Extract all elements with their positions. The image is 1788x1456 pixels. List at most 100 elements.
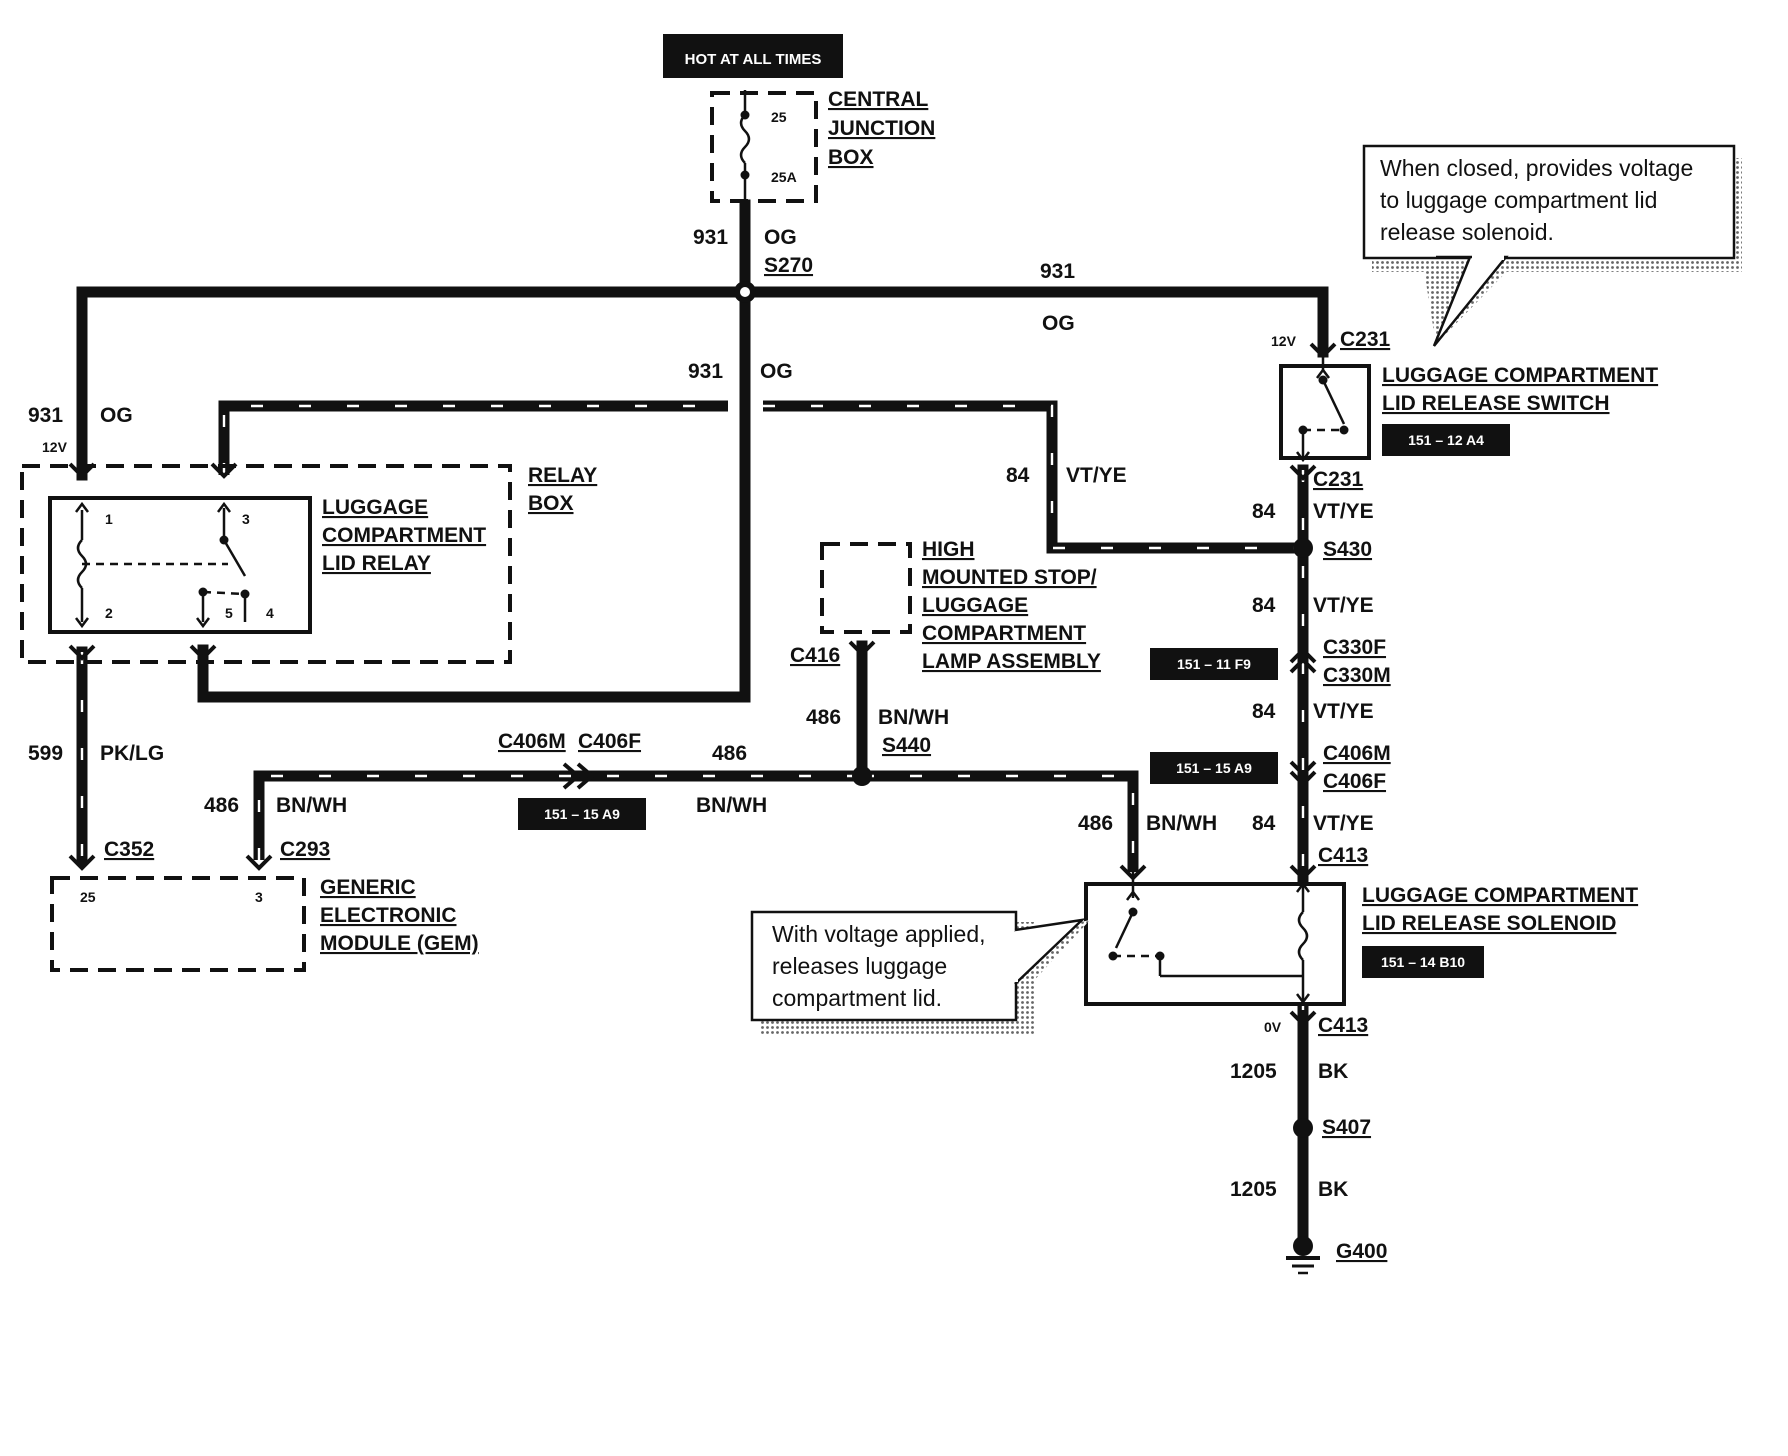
lamp-assembly-outline bbox=[820, 542, 912, 634]
callout-switch: When closed, provides voltage to luggage… bbox=[1362, 144, 1742, 347]
label-vtye-c: VT/YE bbox=[1313, 700, 1374, 723]
relay-pin-1: 1 bbox=[105, 511, 113, 527]
label-s440: S440 bbox=[882, 734, 931, 757]
connector-glyph-c413-top bbox=[1289, 864, 1317, 881]
lamp-assembly: HIGH MOUNTED STOP/ LUGGAGE COMPARTMENT L… bbox=[820, 538, 1101, 673]
relay-label-2: COMPARTMENT bbox=[322, 524, 486, 547]
connector-glyph-c413-bottom bbox=[1289, 1010, 1317, 1027]
label-vtye-s430-in: VT/YE bbox=[1066, 464, 1127, 487]
gem-pin-25: 25 bbox=[80, 889, 96, 905]
connector-glyph-relay-pin1 bbox=[68, 462, 96, 479]
connector-glyph-solenoid-486 bbox=[1119, 864, 1147, 881]
connector-glyph-c330f bbox=[1289, 647, 1317, 664]
label-s270: S270 bbox=[764, 254, 813, 277]
fuse-node-bottom bbox=[740, 170, 750, 180]
central-junction-box-label-1: CENTRAL bbox=[828, 88, 928, 111]
label-12v-relay: 12V bbox=[42, 439, 68, 455]
label-c406m-left: C406M bbox=[498, 730, 566, 753]
label-bk-b: BK bbox=[1318, 1178, 1348, 1201]
connector-glyph-c293 bbox=[245, 854, 273, 871]
label-c413-bottom: C413 bbox=[1318, 1014, 1368, 1037]
label-c352: C352 bbox=[104, 838, 154, 861]
svg-text:151 – 15 A9: 151 – 15 A9 bbox=[544, 806, 620, 822]
svg-text:151 – 14 B10: 151 – 14 B10 bbox=[1381, 954, 1465, 970]
relay-box: 1 3 2 5 4 RELAY BOX LUGGAGE COMPARTMENT … bbox=[20, 464, 597, 664]
label-12v-switch: 12V bbox=[1271, 333, 1297, 349]
label-c231-bottom: C231 bbox=[1313, 468, 1364, 491]
hot-at-all-times-badge bbox=[663, 34, 843, 78]
lamp-label-5: LAMP ASSEMBLY bbox=[922, 650, 1101, 673]
label-c330f: C330F bbox=[1323, 636, 1386, 659]
ref-tag-c330 bbox=[1150, 648, 1278, 680]
connector-glyphs bbox=[68, 342, 1337, 1027]
wire-486-solenoid bbox=[862, 770, 1139, 872]
svg-text:151 – 12 A4: 151 – 12 A4 bbox=[1408, 432, 1484, 448]
central-junction-box-label-2: JUNCTION bbox=[828, 117, 935, 140]
splice-nodes bbox=[734, 281, 1313, 1138]
label-c406f-right: C406F bbox=[1323, 770, 1386, 793]
solenoid-contact-icon bbox=[1114, 911, 1135, 949]
ground-g400: G400 bbox=[1286, 1236, 1387, 1275]
relay-box-outline bbox=[20, 464, 512, 664]
connector-glyph-relay-pin3 bbox=[210, 462, 238, 479]
callout-solenoid: With voltage applied, releases luggage c… bbox=[750, 910, 1090, 1034]
label-931-feed: 931 bbox=[693, 226, 728, 249]
svg-text:151 – 11 F9: 151 – 11 F9 bbox=[1177, 656, 1251, 672]
solenoid-note-pointer bbox=[1014, 918, 1086, 985]
switch-note-line-2: to luggage compartment lid bbox=[1380, 187, 1657, 213]
label-vtye-d: VT/YE bbox=[1313, 812, 1374, 835]
connector-glyph-c231-top bbox=[1309, 342, 1337, 359]
solenoid-note-line-3: compartment lid. bbox=[772, 985, 942, 1011]
label-og-bus: OG bbox=[1042, 312, 1075, 335]
relay-contact-icon bbox=[222, 539, 247, 577]
label-599: 599 bbox=[28, 742, 63, 765]
connector-glyph-relay-pin2 bbox=[68, 644, 96, 661]
label-486-lamp: 486 bbox=[806, 706, 841, 729]
relay-label-3: LID RELAY bbox=[322, 552, 431, 575]
connector-glyph-c352 bbox=[68, 854, 96, 871]
connector-glyph-c406f bbox=[1289, 770, 1317, 787]
release-switch-ref-tag bbox=[1382, 424, 1510, 456]
label-84-a: 84 bbox=[1252, 500, 1276, 523]
label-bnwh-mid: BN/WH bbox=[696, 794, 767, 817]
release-switch-contact-icon bbox=[1321, 379, 1346, 425]
release-solenoid-ref-tag bbox=[1362, 946, 1484, 978]
gem-pin-3: 3 bbox=[255, 889, 263, 905]
label-og-left: OG bbox=[100, 404, 133, 427]
lamp-label-2: MOUNTED STOP/ bbox=[922, 566, 1097, 589]
reference-tags: 151 – 11 F9 151 – 15 A9 151 – 15 A9 bbox=[518, 648, 1278, 830]
release-solenoid-label-1: LUGGAGE COMPARTMENT bbox=[1362, 884, 1638, 907]
c406-inline-connector bbox=[562, 762, 596, 790]
label-c406m-right: C406M bbox=[1323, 742, 1391, 765]
label-pklg: PK/LG bbox=[100, 742, 164, 765]
solenoid-note-line-1: With voltage applied, bbox=[772, 921, 986, 947]
label-c406f-left: C406F bbox=[578, 730, 641, 753]
label-s430: S430 bbox=[1323, 538, 1372, 561]
wire-931-relay-pin5 bbox=[197, 286, 751, 703]
label-0v: 0V bbox=[1264, 1019, 1282, 1035]
label-931-bus: 931 bbox=[1040, 260, 1075, 283]
label-486-gem: 486 bbox=[204, 794, 239, 817]
fuse-number: 25 bbox=[771, 109, 787, 125]
label-c416: C416 bbox=[790, 644, 840, 667]
label-84-b: 84 bbox=[1252, 594, 1276, 617]
label-84-c: 84 bbox=[1252, 700, 1276, 723]
wire-84-relay-out bbox=[218, 400, 728, 475]
wire-labels: 931 OG S270 931 OG 931 OG 931 OG 12V 84 … bbox=[28, 226, 1391, 1201]
relay-pin-2: 2 bbox=[105, 605, 113, 621]
release-switch-label-1: LUGGAGE COMPARTMENT bbox=[1382, 364, 1658, 387]
label-c231-top: C231 bbox=[1340, 328, 1391, 351]
label-84-s430-in: 84 bbox=[1006, 464, 1030, 487]
central-junction-box-outline bbox=[710, 91, 818, 203]
power-source: HOT AT ALL TIMES 25 25A CENTRAL JUNCTION… bbox=[663, 34, 935, 205]
svg-text:151 – 15 A9: 151 – 15 A9 bbox=[1176, 760, 1252, 776]
connector-glyph-c416 bbox=[848, 640, 876, 657]
hot-at-all-times-label: HOT AT ALL TIMES bbox=[685, 51, 822, 68]
connector-glyph-c406m bbox=[1289, 760, 1317, 777]
ref-tag-c406-right bbox=[1150, 752, 1278, 784]
label-bnwh-solenoid: BN/WH bbox=[1146, 812, 1217, 835]
central-junction-box-label-3: BOX bbox=[828, 146, 874, 169]
wire-931-bus bbox=[76, 286, 1329, 481]
label-84-d: 84 bbox=[1252, 812, 1276, 835]
